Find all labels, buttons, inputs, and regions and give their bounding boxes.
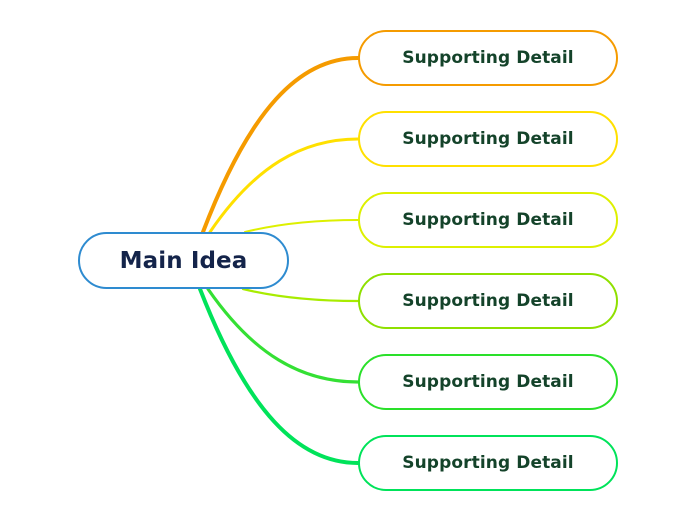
connector-edge-6 xyxy=(198,287,360,465)
branch-node-2[interactable]: Supporting Detail xyxy=(358,111,618,167)
connector-edge-3 xyxy=(244,219,359,233)
branch-node-label: Supporting Detail xyxy=(402,129,574,149)
branch-node-label: Supporting Detail xyxy=(402,291,574,311)
branch-node-5[interactable]: Supporting Detail xyxy=(358,354,618,410)
connector-edge-4 xyxy=(241,287,360,303)
root-node-label: Main Idea xyxy=(119,247,248,274)
branch-node-label: Supporting Detail xyxy=(402,48,574,68)
branch-node-label: Supporting Detail xyxy=(402,210,574,230)
branch-node-3[interactable]: Supporting Detail xyxy=(358,192,618,248)
branch-node-label: Supporting Detail xyxy=(402,372,574,392)
root-node-main-idea[interactable]: Main Idea xyxy=(78,232,289,289)
connector-edge-2 xyxy=(208,137,360,234)
branch-node-6[interactable]: Supporting Detail xyxy=(358,435,618,491)
branch-node-1[interactable]: Supporting Detail xyxy=(358,30,618,86)
connector-edge-1 xyxy=(201,56,360,234)
branch-node-4[interactable]: Supporting Detail xyxy=(358,273,618,329)
connector-edge-5 xyxy=(206,287,360,384)
branch-node-label: Supporting Detail xyxy=(402,453,574,473)
